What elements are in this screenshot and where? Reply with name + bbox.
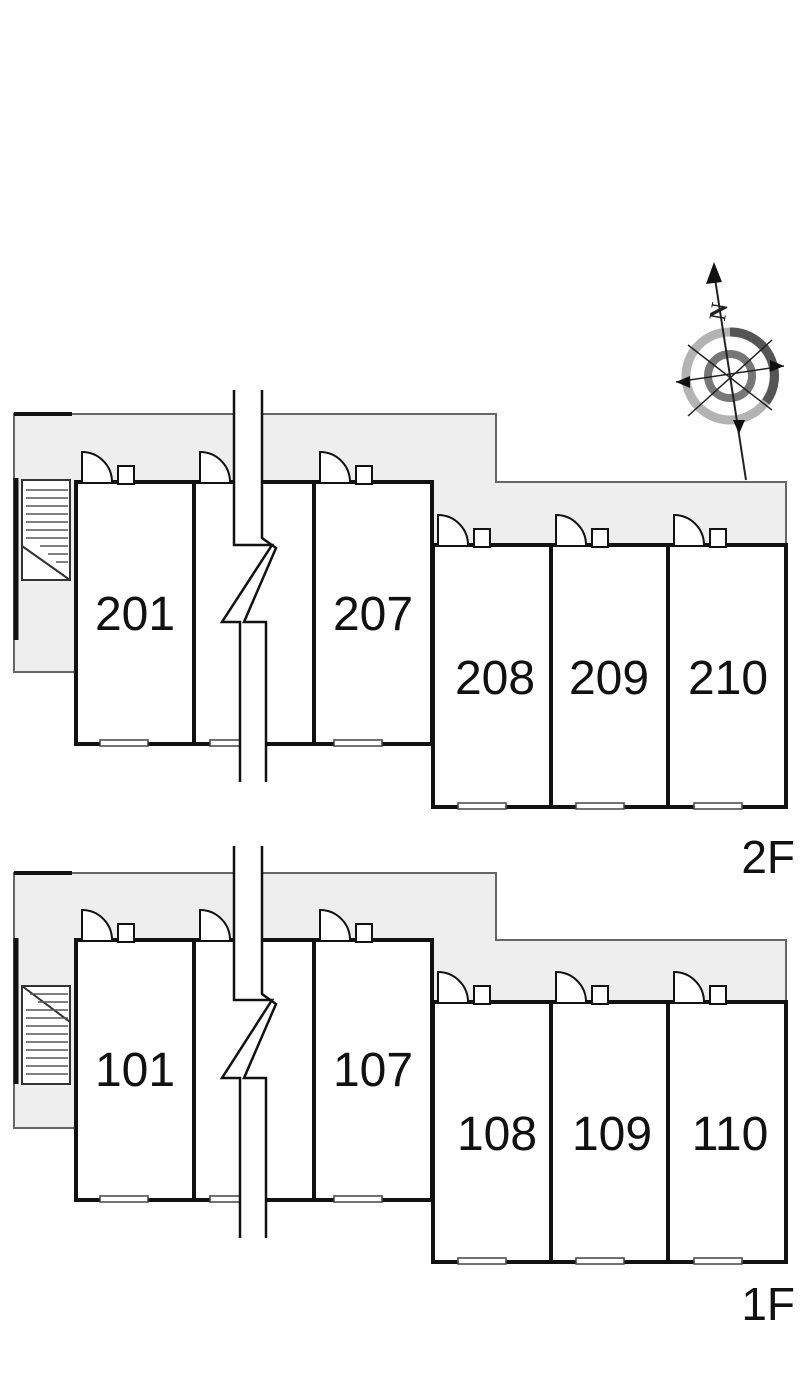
break-line — [222, 390, 278, 782]
unit-207 — [312, 480, 434, 746]
compass-icon — [675, 262, 785, 481]
unit-101 — [74, 938, 196, 1202]
unit-label: 101 — [95, 1044, 175, 1097]
unit-label: 108 — [457, 1108, 537, 1161]
break-line — [222, 846, 278, 1238]
unit-108 — [431, 1000, 553, 1264]
unit-209 — [549, 543, 670, 809]
unit-label: 209 — [569, 652, 649, 705]
unit-label: 107 — [333, 1044, 413, 1097]
unit-label: 208 — [455, 652, 535, 705]
floor-1f-plan: 101 107 108 109 110 1F — [13, 846, 795, 1330]
unit-label: 210 — [688, 652, 768, 705]
unit-label: 109 — [572, 1108, 652, 1161]
north-label: N — [705, 300, 734, 322]
unit-201 — [74, 480, 196, 746]
unit-label: 207 — [333, 588, 413, 641]
floor-label: 2F — [741, 831, 795, 883]
floor-2f-plan: 201 207 208 209 210 2F — [13, 390, 795, 883]
unit-210 — [666, 543, 788, 809]
stairs-icon — [13, 938, 71, 1085]
unit-107 — [312, 938, 434, 1202]
unit-label: 110 — [692, 1108, 769, 1161]
unit-110 — [666, 1000, 788, 1264]
floor-label: 1F — [741, 1278, 795, 1330]
stairs-icon — [13, 478, 71, 640]
unit-label: 201 — [95, 588, 175, 641]
